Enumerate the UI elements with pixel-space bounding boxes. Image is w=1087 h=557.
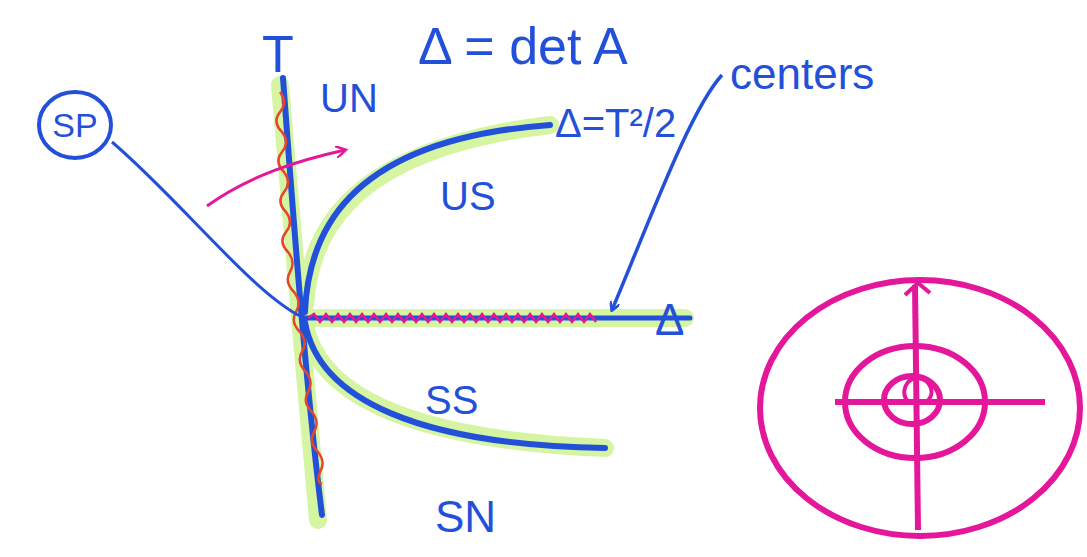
region-label: UN bbox=[320, 78, 378, 118]
circled-label: SP bbox=[36, 89, 114, 161]
parabola bbox=[305, 125, 550, 312]
region-label: SN bbox=[435, 495, 496, 539]
crossing-arrow bbox=[207, 150, 345, 206]
wavy-mark bbox=[276, 92, 322, 484]
axis-title: Δ = det A bbox=[418, 20, 628, 72]
node-text: SP bbox=[52, 108, 97, 142]
leader-line bbox=[112, 142, 300, 316]
curve-label: Δ=T²/2 bbox=[555, 103, 676, 143]
center-portrait bbox=[760, 280, 1080, 536]
axis-label: Δ bbox=[655, 298, 684, 342]
parabola bbox=[305, 322, 605, 448]
hatch-mark bbox=[308, 314, 596, 322]
region-label: US bbox=[440, 176, 496, 216]
region-label: SS bbox=[425, 380, 478, 420]
axis-label: T bbox=[262, 28, 294, 80]
callout-label: centers bbox=[730, 52, 874, 96]
